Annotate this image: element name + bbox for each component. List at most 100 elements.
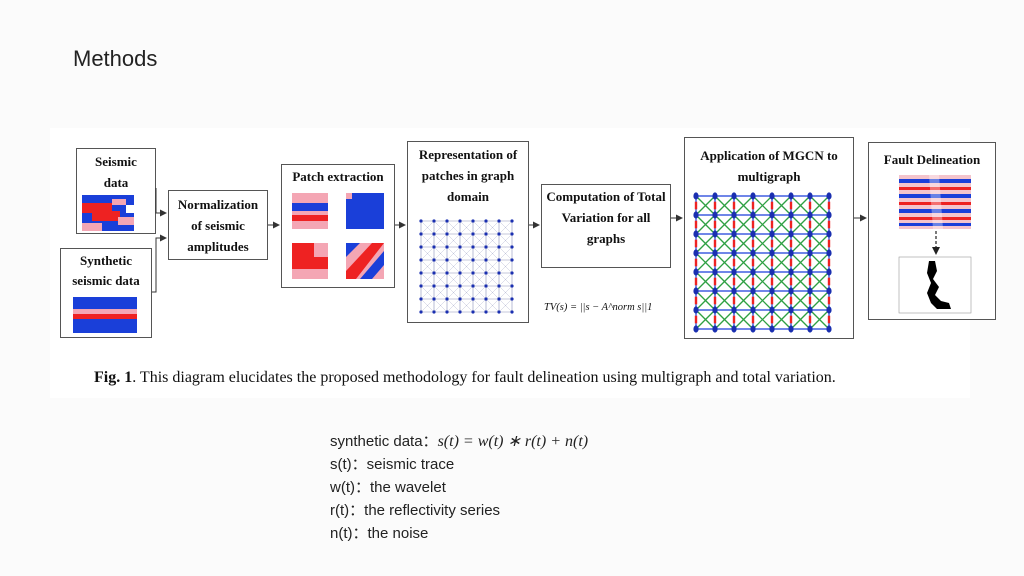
graph-node [497, 310, 501, 314]
patch-3 [292, 243, 328, 279]
synthetic-data-box: Synthetic seismic data [60, 248, 152, 338]
multigraph-node [693, 268, 699, 276]
multigraph-node [807, 287, 813, 295]
graph-node [445, 297, 449, 301]
figure-caption: Fig. 1. This diagram elucidates the prop… [94, 369, 836, 387]
note-n: n(t)：the noise [330, 525, 429, 542]
seismic-data-thumbnail [82, 195, 134, 231]
multigraph-node [807, 325, 813, 333]
tv-formula: TV(s) = ||s − A^norm s||1 [544, 302, 653, 313]
multigraph-node [807, 268, 813, 276]
graph-node [445, 258, 449, 262]
multigraph-node [788, 211, 794, 219]
graph-node [510, 284, 514, 288]
graph-node [419, 284, 423, 288]
graph-node [445, 284, 449, 288]
computation-label: Computation of Total Variation for all g… [546, 189, 666, 246]
note-w: w(t)：the wavelet [330, 479, 446, 496]
multigraph-node [826, 192, 832, 200]
note-s: s(t)：seismic trace [330, 456, 455, 473]
multigraph-node [731, 249, 737, 257]
multigraph-node [769, 249, 775, 257]
caption-text: . This diagram elucidates the proposed m… [132, 369, 836, 386]
graph-node [432, 219, 436, 223]
graph-node [419, 271, 423, 275]
graph-node [471, 284, 475, 288]
multigraph-node [731, 325, 737, 333]
graph-node [458, 245, 462, 249]
graph-node [484, 258, 488, 262]
graph-node [458, 297, 462, 301]
multigraph-node [693, 230, 699, 238]
seismic-data-box: Seismic data [76, 148, 156, 234]
synthetic-formula: s(t) = w(t) ∗ r(t) + n(t) [437, 433, 589, 450]
multigraph-node [750, 325, 756, 333]
multigraph-node [712, 287, 718, 295]
multigraph-node [788, 306, 794, 314]
graph-node [432, 258, 436, 262]
graph-node [432, 232, 436, 236]
representation-box: Representation of patches in graph domai… [407, 141, 529, 323]
graph-node [419, 310, 423, 314]
seismic-data-label: Seismic data [95, 154, 137, 190]
multigraph-node [731, 306, 737, 314]
multigraph-node [788, 192, 794, 200]
multigraph-node [826, 268, 832, 276]
computation-box: Computation of Total Variation for all g… [541, 184, 671, 313]
patch-4 [346, 243, 384, 279]
methodology-figure: Seismic data Synthetic seismic data Norm… [50, 128, 996, 398]
multigraph-node [693, 192, 699, 200]
graph-node [510, 232, 514, 236]
multigraph-edges [694, 195, 831, 330]
multigraph-node [750, 268, 756, 276]
multigraph-node [750, 230, 756, 238]
graph-node [484, 271, 488, 275]
multigraph-node [750, 249, 756, 257]
fault-seismic-image [899, 175, 971, 229]
multigraph-node [826, 306, 832, 314]
multigraph [693, 192, 832, 333]
graph-node [497, 284, 501, 288]
multigraph-node [731, 211, 737, 219]
multigraph-node [826, 287, 832, 295]
graph-node [471, 245, 475, 249]
graph-node [510, 245, 514, 249]
note-r: r(t)：the reflectivity series [330, 502, 501, 519]
graph-node [510, 271, 514, 275]
graph-node [497, 232, 501, 236]
multigraph-node [693, 211, 699, 219]
multigraph-node [769, 268, 775, 276]
multigraph-node [712, 192, 718, 200]
multigraph-node [788, 268, 794, 276]
graph-node [432, 284, 436, 288]
multigraph-node [769, 325, 775, 333]
graph-node [458, 219, 462, 223]
multigraph-node [693, 249, 699, 257]
multigraph-node [807, 211, 813, 219]
graph-node [419, 245, 423, 249]
graph-node [432, 271, 436, 275]
multigraph-node [750, 306, 756, 314]
graph-node [458, 310, 462, 314]
multigraph-node [826, 211, 832, 219]
graph-node [445, 271, 449, 275]
multigraph-node [826, 325, 832, 333]
graph-node [458, 232, 462, 236]
graph-node [458, 284, 462, 288]
graph-node [471, 271, 475, 275]
graph-node [445, 310, 449, 314]
graph-node [510, 258, 514, 262]
notes-block: synthetic data：s(t) = w(t) ∗ r(t) + n(t)… [330, 430, 588, 545]
synthetic-data-label: Synthetic seismic data [72, 253, 140, 288]
multigraph-node [788, 249, 794, 257]
arrow-seismic-to-normalization [155, 188, 167, 217]
multigraph-node [769, 230, 775, 238]
graph-node [445, 245, 449, 249]
representation-label: Representation of patches in graph domai… [418, 147, 518, 204]
multigraph-node [826, 230, 832, 238]
multigraph-node [712, 268, 718, 276]
connector-arrows [152, 188, 867, 293]
patch-extraction-label: Patch extraction [292, 169, 384, 184]
slide-title: Methods [73, 46, 158, 71]
multigraph-node [693, 325, 699, 333]
